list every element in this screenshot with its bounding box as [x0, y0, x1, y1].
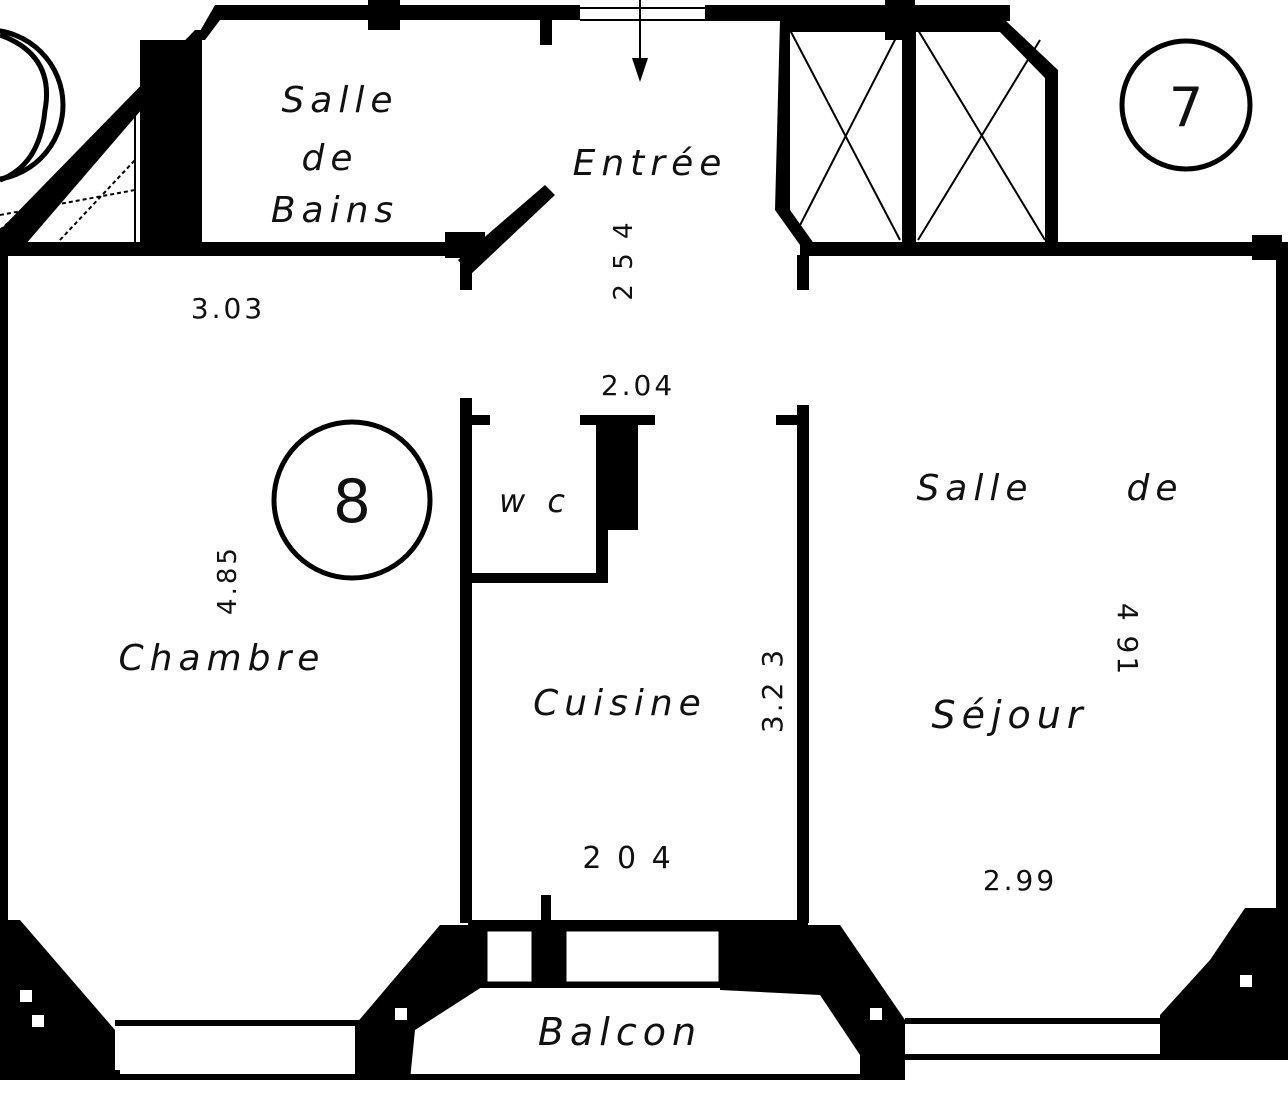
cupboard-cross — [789, 29, 901, 241]
ground-line-mid — [115, 1020, 360, 1026]
window-pane — [563, 928, 722, 985]
wall-diagonal-left — [0, 30, 210, 245]
facade-sejour-right — [1160, 908, 1288, 1060]
dimension-labels: 3.03 4.85 2 5 4 2.04 2 0 4 3.2 3 2.99 4 … — [191, 219, 1144, 897]
cupboard-cross — [794, 29, 901, 236]
label-wc: w c — [499, 482, 571, 520]
wall-kitchen-top-left — [460, 415, 490, 425]
pillar-top-1 — [368, 0, 400, 30]
ground-line-mid-bottom — [115, 1074, 360, 1080]
label-cuisine: Cuisine — [533, 683, 707, 724]
thin-lines — [0, 0, 1046, 245]
label-balcon: Balcon — [538, 1010, 702, 1054]
facade-steps — [20, 975, 1252, 1027]
label-salle-de-bains-line1: Salle — [281, 80, 398, 121]
facade-balcony-right — [720, 925, 905, 1080]
step — [32, 1015, 44, 1027]
marker-circle — [271, 419, 433, 581]
entry-jamb-left — [460, 255, 472, 290]
marker-left-apartment: 8 — [271, 419, 433, 581]
wall-top-left — [195, 5, 580, 40]
label-salle-de-bains-line2: de — [302, 138, 359, 179]
label-sejour-line3: Séjour — [931, 693, 1088, 737]
wall-bath-bottom — [0, 242, 470, 256]
ground-line-right-bottom — [905, 1054, 1160, 1060]
balcony-top-line — [468, 920, 808, 930]
marker-circle — [1119, 38, 1253, 172]
ground-line-left — [0, 1070, 120, 1078]
entry-stub — [540, 20, 552, 45]
flue-shaft — [596, 420, 638, 530]
step — [395, 1008, 407, 1020]
walls — [0, 0, 1288, 1080]
marker-number: 8 — [333, 467, 371, 537]
balcony-mullion — [533, 925, 565, 985]
marker-partial-circle — [0, 28, 66, 182]
label-chambre: Chambre — [119, 638, 326, 679]
ground-line-right — [905, 1018, 1160, 1024]
dim-cuisine-depth: 3.2 3 — [756, 647, 789, 733]
label-sejour-line1: Salle — [916, 468, 1033, 509]
marker-partial-arc — [0, 32, 49, 183]
marker-number: 7 — [1169, 76, 1203, 139]
step — [20, 990, 32, 1002]
wall-left-outer — [0, 250, 8, 930]
facade-left-bay — [0, 920, 115, 1080]
wall-sejour-top — [800, 242, 1288, 256]
dim-sejour-width: 2.99 — [983, 864, 1057, 897]
cupboard-cross — [917, 39, 1041, 241]
facade-chambre-right — [355, 925, 485, 1080]
label-salle-de-bains-line3: Bains — [271, 190, 399, 231]
wall-kitchen-left — [460, 398, 472, 923]
label-entree: Entrée — [573, 143, 728, 184]
step — [1240, 975, 1252, 987]
bath-door-leaf — [458, 185, 555, 275]
wall-top-right — [705, 5, 1010, 21]
wall-kitchen-right — [797, 405, 809, 923]
wc-wall-bottom — [468, 573, 608, 583]
stair-line — [0, 189, 136, 216]
label-sejour-line2: de — [1127, 468, 1184, 509]
cupboard-divider — [902, 20, 916, 245]
stair-line — [59, 159, 136, 241]
entry-arrow-head-icon — [632, 58, 648, 82]
window-panes — [484, 928, 722, 985]
balcony-sill-line — [470, 983, 810, 988]
ground-line-balcony — [400, 1074, 880, 1080]
step — [870, 1008, 882, 1020]
dim-chambre-depth: 4.85 — [213, 545, 243, 615]
wall-right-outer — [1276, 255, 1288, 915]
dim-sejour-depth: 4 91 — [1111, 603, 1144, 677]
dim-cuisine-width: 2 0 4 — [582, 841, 673, 876]
window-pane — [484, 928, 535, 985]
room-labels: Salle de Bains Entrée w c Chambre Cuisin… — [119, 80, 1184, 1054]
balcony-post — [541, 895, 551, 925]
cupboard-outline — [775, 20, 1058, 245]
marker-right-apartment: 7 — [1119, 38, 1253, 172]
dim-chambre-width: 3.03 — [191, 292, 265, 325]
wall-kitchen-top-right — [776, 415, 809, 425]
entry-jamb-right — [797, 255, 809, 290]
dim-entree-depth: 2 5 4 — [609, 219, 639, 300]
dim-entree-width: 2.04 — [601, 369, 675, 402]
